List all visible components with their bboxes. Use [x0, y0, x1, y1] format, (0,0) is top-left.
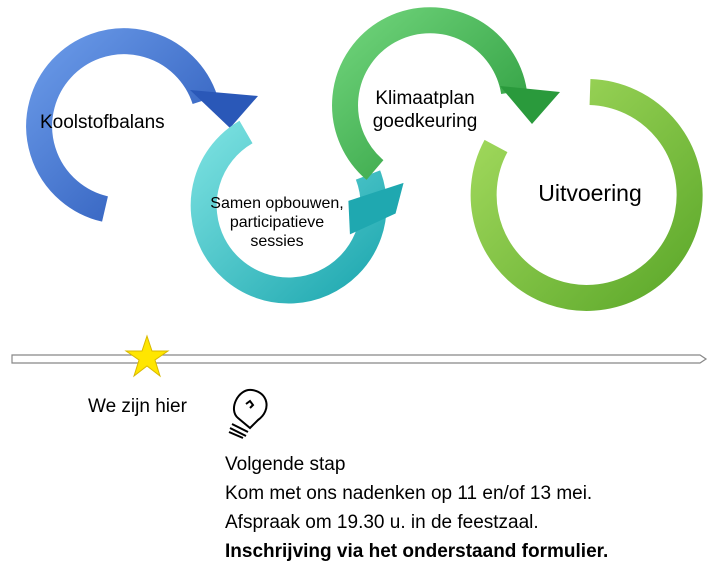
next-step-info: Volgende stap Kom met ons nadenken op 11…: [225, 450, 608, 566]
timeline-bar: [11, 354, 708, 364]
next-step-line: Afspraak om 19.30 u. in de feestzaal.: [225, 512, 539, 533]
label-line: Klimaatplan: [375, 88, 475, 109]
arrow-samen-opbouwen: [190, 120, 404, 304]
next-step-line: Kom met ons nadenken op 11 en/of 13 mei.: [225, 483, 593, 504]
label-line: Samen opbouwen,: [210, 195, 344, 212]
arrow-koolstofbalans: [26, 28, 258, 222]
step-label-uitvoering: Uitvoering: [538, 180, 642, 206]
current-position-label: We zijn hier: [88, 396, 187, 417]
label-line: goedkeuring: [372, 110, 478, 132]
star-marker-icon: [124, 334, 170, 378]
label-line: participatieve: [229, 214, 325, 232]
arrow-klimaatplan: [332, 7, 560, 180]
next-step-title: Volgende stap: [225, 454, 346, 475]
step-label-samen-opbouwen: Samen opbouwen, participatieve sessies: [196, 194, 358, 252]
step-label-koolstofbalans: Koolstofbalans: [40, 112, 165, 133]
registration-note: Inschrijving via het onderstaand formuli…: [225, 541, 609, 562]
arrow-uitvoering: [470, 79, 703, 311]
label-line: sessies: [250, 233, 304, 251]
step-label-klimaatplan: Klimaatplan goedkeuring: [355, 88, 495, 134]
lightbulb-icon: [228, 388, 268, 439]
